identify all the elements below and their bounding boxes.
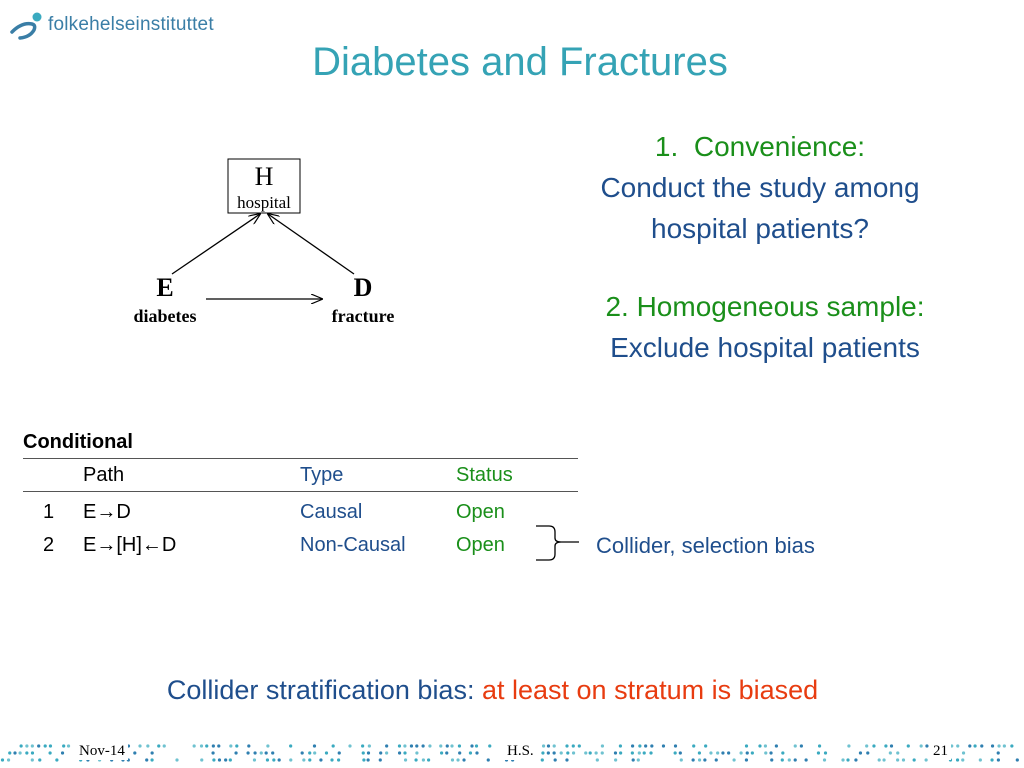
bottom-statement: Collider stratification bias: at least o… [0,675,985,706]
table-title: Conditional [23,431,133,453]
table-header-rule [23,491,578,492]
table-row: 1 E→D Causal Open [23,495,578,528]
footer-date: Nov-14 [76,743,128,760]
arrow-d-to-h [268,214,355,275]
point1-number: 1. [654,131,679,162]
table-row: 2 E→[H]←D Non-Causal Open [23,528,578,561]
point-convenience: 1. Convenience: Conduct the study among … [540,126,980,249]
collider-note: Collider, selection bias [596,533,815,558]
logo-text: folkehelseinstituttet [48,14,214,35]
row-status: Open [456,534,505,556]
bottom-statement-lead: Collider stratification bias: [166,675,475,705]
point1-line3: hospital patients? [651,213,869,244]
hospital-node-label: hospital [237,193,291,212]
point2-head: 2. Homogeneous sample: [605,291,925,322]
row-path: E→[H]←D [83,534,177,556]
outcome-node-letter: D [354,273,373,302]
dag-diagram: H hospital E diabetes D fracture [134,158,395,326]
point2-line2: Exclude hospital patients [610,332,920,363]
bottom-statement-emphasis: at least on stratum is biased [481,675,819,705]
path-table: Path Type Status 1 E→D Causal Open 2 E→[… [23,458,578,561]
header-path: Path [83,464,125,486]
row-status: Open [456,501,505,523]
table-header-row: Path Type Status [23,458,578,491]
logo-figure-icon [10,12,42,40]
point1-head: Convenience: [693,131,866,162]
hospital-node-letter: H [255,162,274,191]
institute-logo: folkehelseinstituttet [10,10,214,40]
exposure-node-letter: E [156,273,173,302]
header-type: Type [300,464,344,486]
footer-page-number: 21 [930,743,951,760]
row-type: Causal [300,501,363,523]
footer-dot-pattern [0,744,1019,762]
point-homogeneous: 2. Homogeneous sample: Exclude hospital … [555,286,975,368]
row-number: 2 [43,534,55,556]
header-status: Status [456,464,513,486]
slide-title: Diabetes and Fractures [312,40,728,84]
outcome-node-label: fracture [332,306,395,326]
row-path: E→D [83,501,131,523]
hospital-node-box [227,158,301,214]
brace-icon [536,525,579,561]
arrow-e-to-h [171,214,260,275]
row-number: 1 [43,501,55,523]
point1-line2: Conduct the study among [600,172,920,203]
table-top-rule [23,458,578,459]
exposure-node-label: diabetes [134,306,197,326]
footer-author: H.S. [504,743,537,760]
row-type: Non-Causal [300,534,406,556]
point1-heading: 1. Convenience: [540,126,980,167]
